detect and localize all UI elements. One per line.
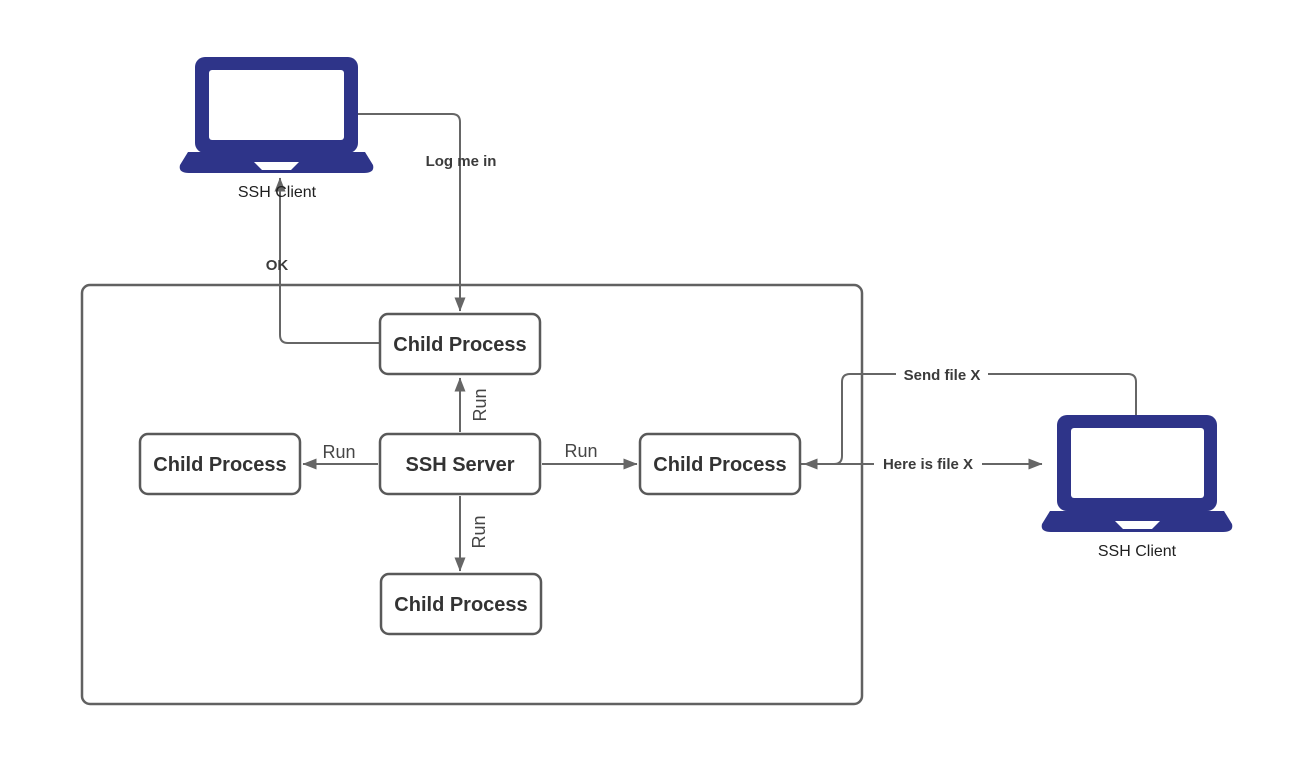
node-box <box>378 312 542 376</box>
edge-label-run-top: Run <box>470 388 490 421</box>
edge-label-here-is-file: Here is file X <box>883 456 973 473</box>
node-label: Child Process <box>153 454 286 476</box>
laptop-icon-right <box>1041 415 1233 532</box>
laptop-notch <box>254 162 299 170</box>
node-ssh-server: SSH Server <box>378 432 542 496</box>
edge-label-run-bottom: Run <box>469 515 489 548</box>
edge-label-run-right: Run <box>564 441 597 461</box>
node-child-process-bottom: Child Process <box>379 572 543 636</box>
node-child-process-top: Child Process <box>378 312 542 376</box>
node-child-process-left: Child Process <box>138 432 302 496</box>
label-mask <box>874 455 982 472</box>
client-right-label: SSH Client <box>1098 543 1177 560</box>
node-label: SSH Server <box>406 454 515 476</box>
node-child-process-right: Child Process <box>638 432 802 496</box>
laptop-screen <box>209 70 344 140</box>
node-box <box>138 432 302 496</box>
node-box <box>379 572 543 636</box>
label-mask <box>896 366 988 383</box>
laptop-notch <box>1115 521 1160 529</box>
node-label: Child Process <box>653 454 786 476</box>
edge-send-file <box>803 373 1137 470</box>
client-left-label: SSH Client <box>238 184 317 201</box>
edge-label-run-left: Run <box>322 442 355 462</box>
edge-ok <box>274 177 382 344</box>
node-box <box>378 432 542 496</box>
edge-label-send-file: Send file X <box>904 367 981 384</box>
laptop-screen <box>1071 428 1204 498</box>
laptop-icon-left <box>179 57 374 173</box>
edge-label-ok: OK <box>266 257 289 274</box>
server-boundary-box <box>80 283 864 706</box>
node-label: Child Process <box>394 594 527 616</box>
edge-log-me-in <box>358 113 466 312</box>
edge-label-log-me-in: Log me in <box>426 153 497 170</box>
node-label: Child Process <box>393 334 526 356</box>
node-box <box>638 432 802 496</box>
